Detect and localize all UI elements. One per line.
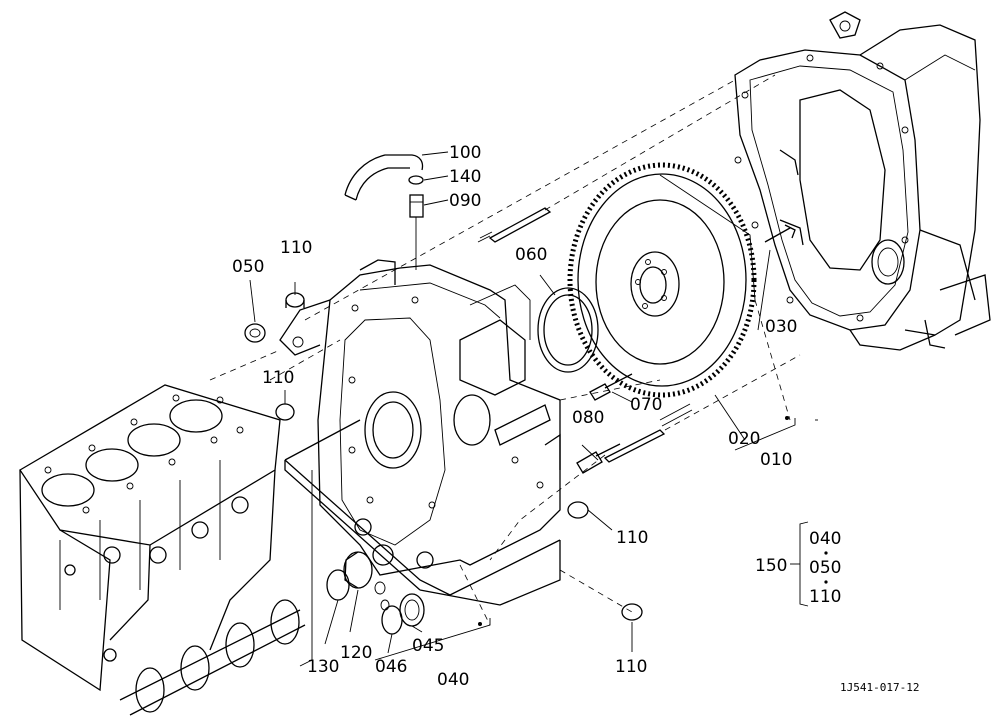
callout-110-left: 110 — [262, 368, 294, 388]
pipe-joint — [409, 194, 424, 218]
callout-045: 045 — [412, 636, 444, 656]
cap-120 — [343, 551, 373, 589]
flywheel — [567, 162, 757, 398]
callout-140: 140 — [449, 167, 481, 187]
callout-110-bottom: 110 — [615, 657, 647, 677]
plug-050 — [244, 323, 266, 343]
drawing-code: 1J541-017-12 — [840, 681, 919, 694]
breather-pipe — [344, 154, 424, 201]
callout-090: 090 — [449, 191, 481, 211]
pipe-clamp — [408, 175, 424, 185]
leader-lines — [209, 74, 818, 667]
small-ring-1 — [374, 581, 386, 595]
stud-bolt-lower — [603, 403, 693, 463]
stud-bolt-upper — [477, 207, 552, 243]
callout-020: 020 — [728, 429, 760, 449]
bolt-070 — [589, 373, 633, 401]
clutch-housing — [734, 11, 991, 351]
callout-060: 060 — [515, 245, 547, 265]
callout-110-upper: 110 — [280, 238, 312, 258]
callout-040: 040 — [437, 670, 469, 690]
engine-block — [19, 384, 306, 716]
kit-item-1: 040 — [809, 529, 841, 549]
kit-item-3: 110 — [809, 587, 841, 607]
snap-ring-130 — [326, 569, 350, 601]
callout-046: 046 — [375, 657, 407, 677]
callout-130: 130 — [307, 657, 339, 677]
oil-seal — [537, 287, 599, 373]
callout-050: 050 — [232, 257, 264, 277]
clutch-bolt — [764, 224, 796, 243]
plug-110-left — [275, 403, 295, 421]
plug-110-bottom — [621, 603, 643, 621]
callout-080: 080 — [572, 408, 604, 428]
callout-030: 030 — [765, 317, 797, 337]
small-ring-2 — [380, 599, 390, 611]
callout-070: 070 — [630, 395, 662, 415]
plug-110-upper — [285, 292, 305, 308]
kit-item-2: 050 — [809, 558, 841, 578]
kit-label: 150 — [755, 556, 787, 576]
callout-120: 120 — [340, 643, 372, 663]
callout-110-mid: 110 — [616, 528, 648, 548]
flywheel-housing — [279, 259, 561, 606]
oil-seal-045 — [399, 593, 425, 627]
callout-100: 100 — [449, 143, 481, 163]
bolt-080 — [576, 443, 621, 474]
plug-110-mid — [567, 501, 589, 519]
callout-010: 010 — [760, 450, 792, 470]
kit-bracket — [478, 416, 828, 626]
